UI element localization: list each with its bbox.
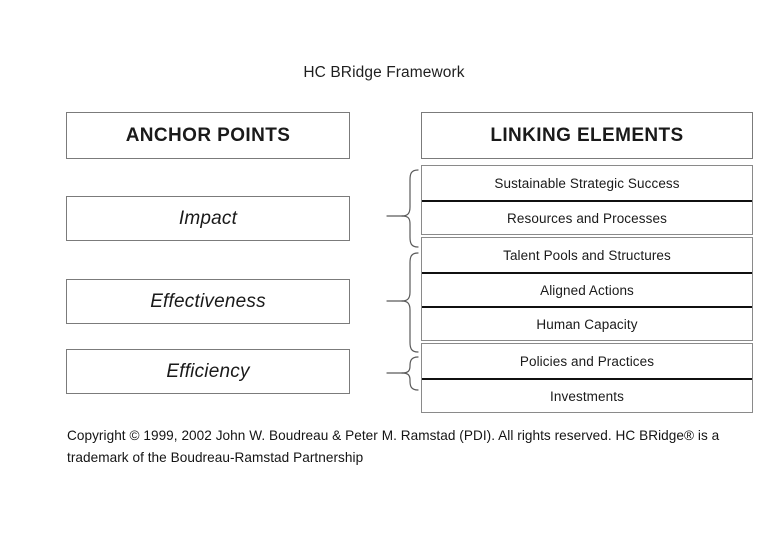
brace-effectiveness-icon bbox=[386, 252, 419, 353]
anchor-point-impact[interactable]: Impact bbox=[66, 196, 350, 241]
linking-row[interactable]: Human Capacity bbox=[422, 306, 752, 340]
brace-efficiency-icon bbox=[386, 356, 419, 391]
linking-row[interactable]: Investments bbox=[422, 378, 752, 412]
linking-group-effectiveness: Talent Pools and Structures Aligned Acti… bbox=[421, 237, 753, 341]
linking-group-efficiency: Policies and Practices Investments bbox=[421, 343, 753, 413]
anchor-points-header: ANCHOR POINTS bbox=[66, 112, 350, 159]
anchor-point-effectiveness[interactable]: Effectiveness bbox=[66, 279, 350, 324]
spacer bbox=[66, 159, 350, 196]
anchor-points-column: ANCHOR POINTS Impact Effectiveness Effic… bbox=[66, 112, 350, 394]
spacer bbox=[66, 241, 350, 279]
linking-row[interactable]: Policies and Practices bbox=[519, 353, 655, 369]
linking-row[interactable]: Sustainable Strategic Success bbox=[494, 175, 680, 191]
copyright-line-1: Copyright © 1999, 2002 John W. Boudreau … bbox=[67, 428, 695, 443]
brace-impact-icon bbox=[386, 169, 419, 248]
page-title: HC BRidge Framework bbox=[303, 64, 465, 81]
anchor-point-efficiency[interactable]: Efficiency bbox=[66, 349, 350, 394]
linking-elements-header: LINKING ELEMENTS bbox=[421, 112, 753, 159]
copyright-notice: Copyright © 1999, 2002 John W. Boudreau … bbox=[67, 425, 757, 469]
linking-group-impact: Sustainable Strategic Success Resources … bbox=[421, 165, 753, 235]
spacer bbox=[66, 324, 350, 349]
linking-row[interactable]: Aligned Actions bbox=[422, 272, 752, 306]
linking-row[interactable]: Talent Pools and Structures bbox=[503, 247, 671, 263]
linking-row[interactable]: Resources and Processes bbox=[422, 200, 752, 234]
copyright-line-2: is a trademark of the Boudreau-Ramstad P… bbox=[67, 428, 720, 466]
connector-braces bbox=[355, 112, 421, 417]
linking-elements-column: LINKING ELEMENTS Sustainable Strategic S… bbox=[421, 112, 753, 413]
